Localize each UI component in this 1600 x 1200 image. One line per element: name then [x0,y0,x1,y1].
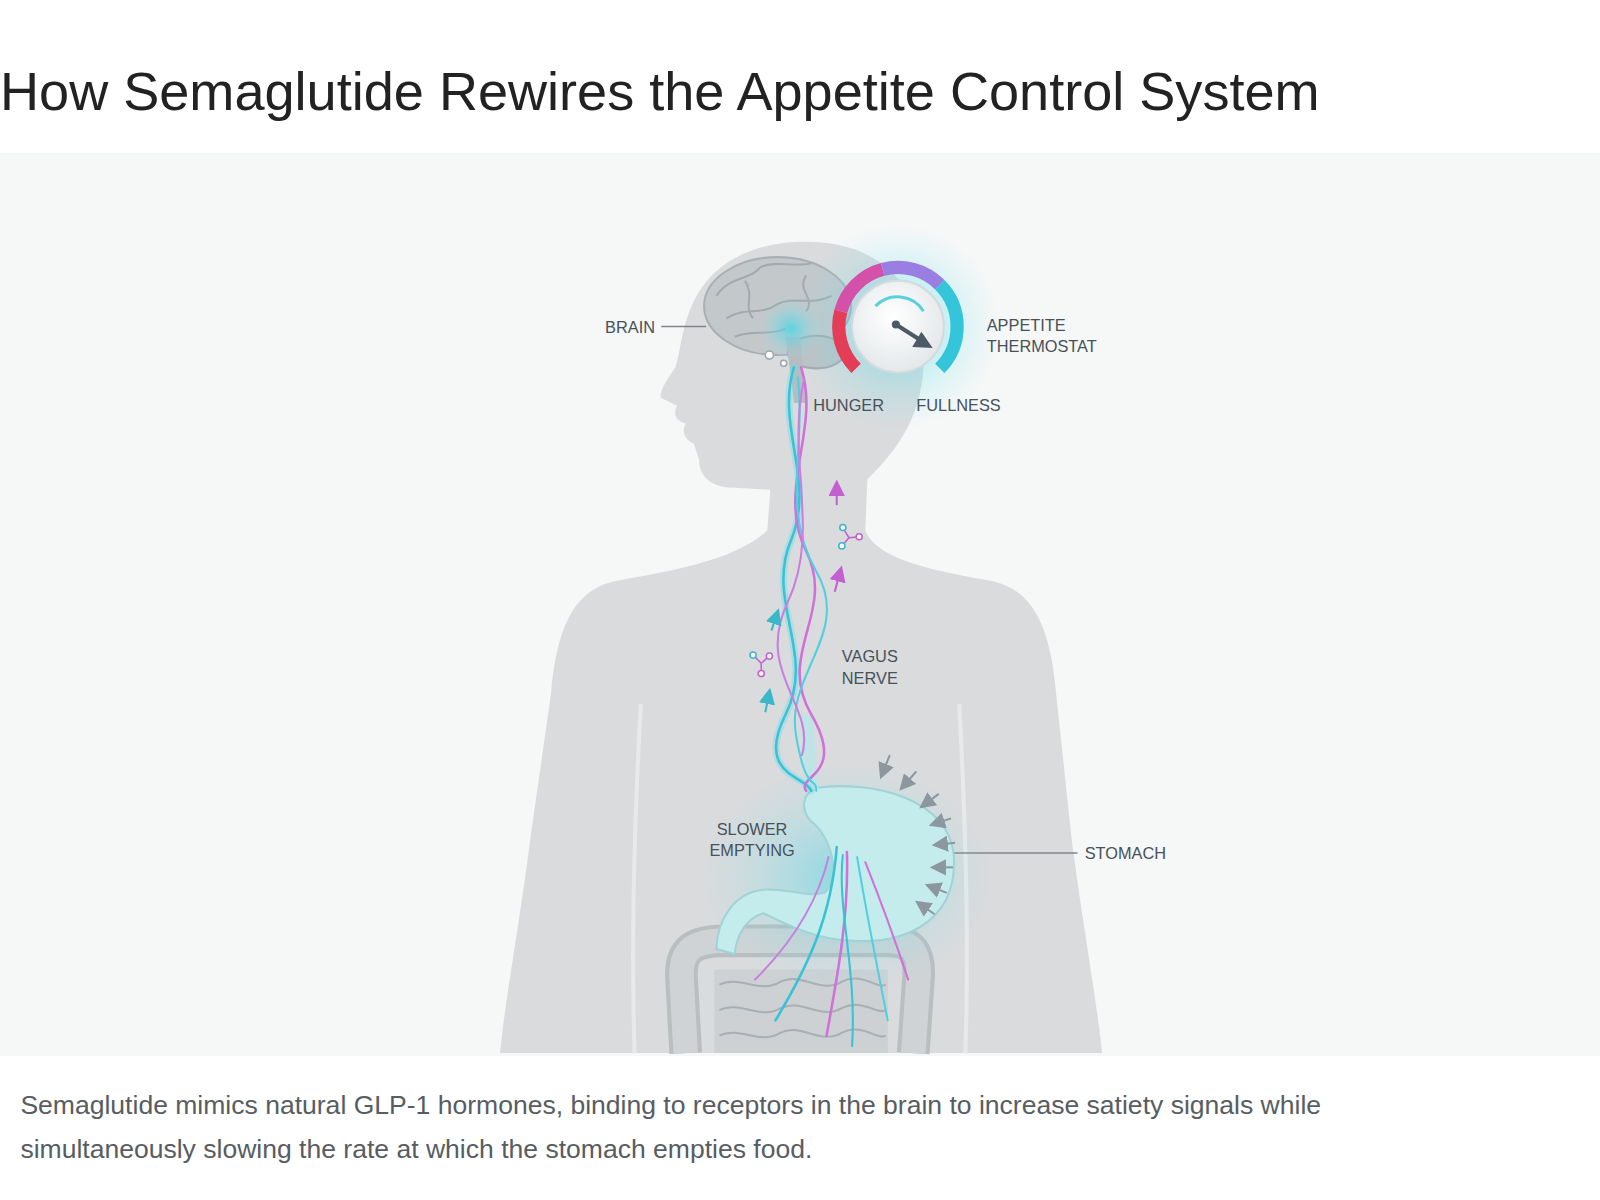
leader-line [661,326,706,328]
signal-arrow [835,569,841,591]
body-silhouette [500,242,1102,1053]
part-label: STOMACH [1085,843,1187,864]
part-label: FULLNESS [916,395,1008,416]
glp1-molecule [750,652,772,676]
figure-caption: Semaglutide mimics natural GLP-1 hormone… [20,1084,1489,1172]
receptor-dot [781,360,787,366]
diagram-title: How Semaglutide Rewires the Appetite Con… [0,61,1320,122]
part-label: HUNGER [813,395,895,416]
vagus-nerve [755,367,908,1046]
receptor-dot [765,351,773,359]
dial-pivot [892,320,900,328]
dial-inner-arc [876,297,924,311]
dial-needle-head [912,332,932,348]
part-label: VAGUS NERVE [842,646,915,689]
pressure-arrows [882,755,955,914]
panel-background [0,153,1600,1056]
dial-face [852,281,944,373]
glp1-molecule [839,524,862,548]
part-label: SLOWER EMPTYING [686,818,819,861]
part-label: BRAIN [605,316,666,337]
signal-arrow [771,612,777,630]
signal-arrow [765,692,769,712]
part-label: APPETITE THERMOSTAT [987,314,1115,357]
signal-arrow [836,484,838,505]
